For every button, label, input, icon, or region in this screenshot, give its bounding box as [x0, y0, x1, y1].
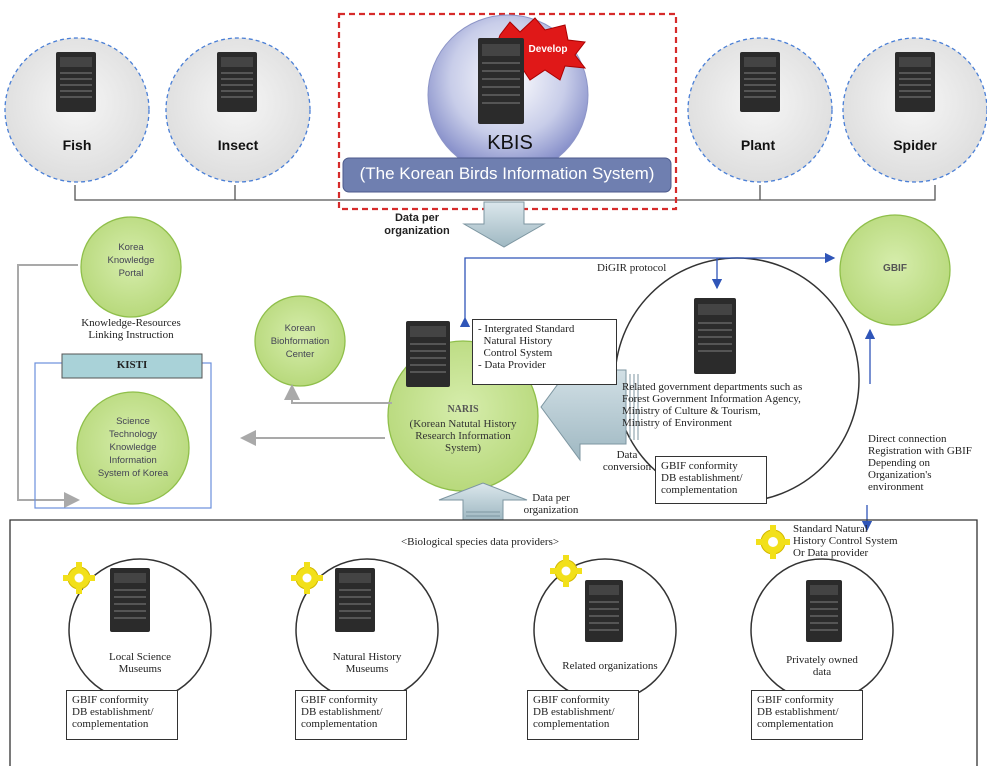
korea-knowledge-portal-circle — [80, 216, 182, 318]
server-icon — [217, 52, 257, 112]
providers-legend: Standard Natural History Control System … — [793, 523, 898, 559]
data-per-org-bottom-label: Data per organization — [523, 492, 579, 516]
gear-icon — [63, 562, 95, 594]
naris-subtitle: (Korean Natutal History Research Informa… — [409, 418, 517, 454]
server-icon — [56, 52, 96, 112]
up-arrow-stripes — [466, 511, 500, 517]
server-icon — [478, 38, 524, 124]
kisti-bar — [61, 353, 203, 379]
providers-frame — [9, 519, 978, 766]
server-icon — [110, 568, 150, 632]
naris-callout: - Intergrated Standard Natural History C… — [472, 319, 617, 385]
data-per-org-arrow-bottom — [438, 482, 528, 521]
provider-box-private: GBIF conformity DB establishment/ comple… — [751, 690, 863, 740]
biohformation-circle — [254, 295, 346, 387]
naris-to-biohformation-arrow — [284, 384, 392, 404]
data-conversion-label: Data conversion — [602, 449, 652, 473]
insect-label: Insect — [217, 137, 259, 153]
government-text: Related government departments such as F… — [622, 381, 803, 429]
kbis-name-bar — [342, 157, 672, 193]
provider-label-private: Privately owned data — [786, 654, 858, 678]
direct-connection-text: Direct connection Registration with GBIF… — [868, 433, 972, 493]
naris-title: NARIS — [447, 404, 479, 415]
server-icon — [895, 52, 935, 112]
linking-instruction-label: Knowledge-Resources Linking Instruction — [81, 317, 181, 341]
server-icon — [694, 298, 736, 374]
fish-label: Fish — [62, 137, 92, 153]
knowledge-portal-label: Korea Knowledge Portal — [107, 242, 155, 279]
digir-line — [459, 252, 836, 328]
server-icon — [585, 580, 623, 642]
provider-box-related-orgs: GBIF conformity DB establishment/ comple… — [527, 690, 639, 740]
server-icon — [740, 52, 780, 112]
server-icon — [806, 580, 842, 642]
gbif-label: GBIF — [883, 263, 907, 274]
gbif-circle — [839, 214, 951, 326]
server-icon — [406, 321, 450, 387]
provider-box-local-science: GBIF conformity DB establishment/ comple… — [66, 690, 178, 740]
data-per-org-arrow-top — [462, 201, 546, 248]
plant-label: Plant — [740, 137, 776, 153]
kbis-label: KBIS — [487, 132, 533, 154]
government-box: GBIF conformity DB establishment/ comple… — [655, 456, 767, 504]
providers-title: <Biological species data providers> — [400, 536, 560, 548]
gear-icon — [291, 562, 323, 594]
provider-box-natural-history: GBIF conformity DB establishment/ comple… — [295, 690, 407, 740]
spider-label: Spider — [893, 137, 937, 153]
top-connector — [74, 185, 936, 201]
kbis-fullname: (The Korean Birds Information System) — [359, 164, 655, 183]
data-per-org-top-label: Data per organization — [384, 212, 450, 237]
kisti-label: KISTI — [116, 359, 148, 371]
science-system-circle — [76, 391, 190, 505]
provider-label-related-orgs: Related organizations — [562, 660, 658, 672]
left-gray-bracket — [17, 264, 80, 508]
science-system-label: Science Technology Knowledge Information… — [97, 416, 169, 479]
develop-badge: Develop — [528, 44, 568, 55]
biohformation-label: Korean Biohformation Center — [270, 323, 330, 360]
provider-label-local-science: Local Science Museums — [109, 651, 171, 675]
gear-icon — [550, 555, 582, 587]
server-icon — [335, 568, 375, 632]
arrow-stripes — [629, 374, 639, 440]
digir-label: DiGIR protocol — [597, 262, 667, 274]
provider-label-natural-history: Natural History Museums — [332, 651, 402, 675]
gear-icon — [756, 525, 790, 559]
